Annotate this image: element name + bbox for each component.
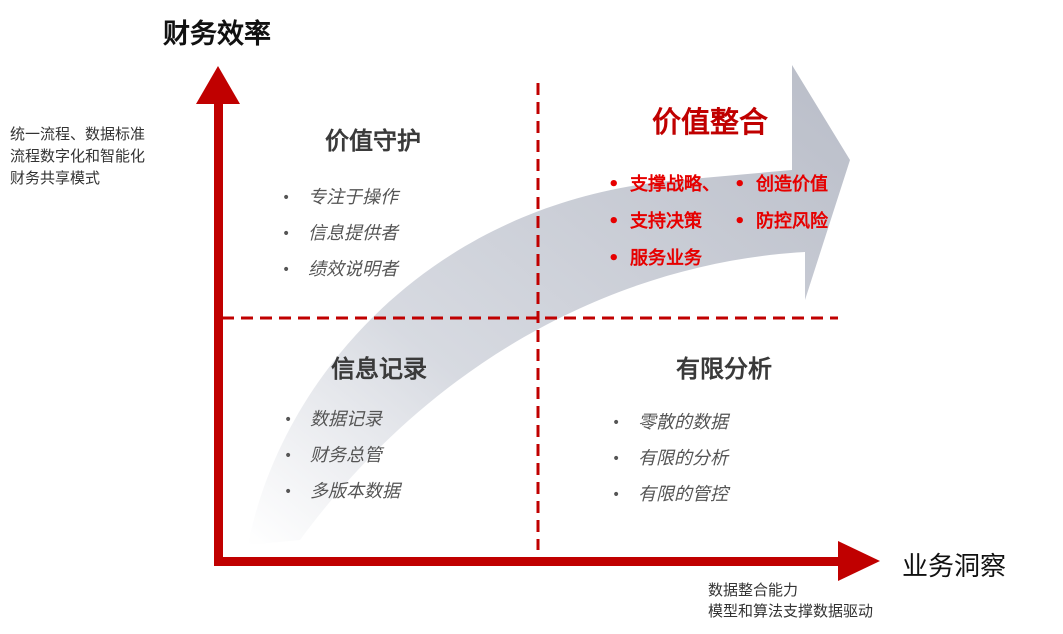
y-axis-arrowhead — [196, 66, 240, 104]
x-axis-title: 业务洞察 — [902, 552, 1007, 582]
y-axis-title: 财务效率 — [163, 19, 271, 50]
quadrant-list-top-right-left: 支撑战略、 支持决策 服务业务 — [608, 166, 720, 277]
list-item: 财务总管 — [284, 438, 400, 474]
list-item: 数据记录 — [284, 402, 400, 438]
x-axis-line — [214, 557, 844, 566]
list-item: 服务业务 — [608, 240, 720, 277]
list-item: 有限的分析 — [612, 441, 728, 477]
y-note-line: 流程数字化和智能化 — [10, 147, 146, 165]
list-item: 创造价值 — [734, 166, 828, 203]
quadrant-title-bottom-left: 信息记录 — [331, 355, 427, 383]
x-note-line: 数据整合能力 — [708, 581, 799, 599]
quadrant-list-top-left: 专注于操作 信息提供者 绩效说明者 — [282, 180, 398, 288]
y-axis-note: 统一流程、数据标准 流程数字化和智能化 财务共享模式 — [10, 123, 145, 189]
list-item: 防控风险 — [734, 203, 828, 240]
list-item: 绩效说明者 — [282, 252, 398, 288]
quadrant-list-bottom-right: 零散的数据 有限的分析 有限的管控 — [612, 405, 728, 513]
quadrant-title-bottom-right: 有限分析 — [676, 355, 772, 383]
quadrant-title-top-right: 价值整合 — [652, 105, 769, 139]
list-item: 零散的数据 — [612, 405, 728, 441]
list-item: 信息提供者 — [282, 216, 398, 252]
list-item: 有限的管控 — [612, 477, 728, 513]
list-item: 支撑战略、 — [608, 166, 720, 203]
quadrant-title-top-left: 价值守护 — [325, 127, 421, 155]
y-note-line: 统一流程、数据标准 — [10, 125, 146, 143]
y-note-line: 财务共享模式 — [10, 169, 101, 187]
x-note-line: 模型和算法支撑数据驱动 — [708, 602, 874, 620]
x-axis-arrowhead — [838, 541, 880, 581]
list-item: 支持决策 — [608, 203, 720, 240]
list-item: 多版本数据 — [284, 474, 400, 510]
list-item: 专注于操作 — [282, 180, 398, 216]
x-axis-note: 数据整合能力 模型和算法支撑数据驱动 — [708, 580, 873, 622]
quadrant-list-top-right-right: 创造价值 防控风险 — [734, 166, 828, 240]
y-axis-line — [214, 100, 223, 566]
quadrant-list-bottom-left: 数据记录 财务总管 多版本数据 — [284, 402, 400, 510]
